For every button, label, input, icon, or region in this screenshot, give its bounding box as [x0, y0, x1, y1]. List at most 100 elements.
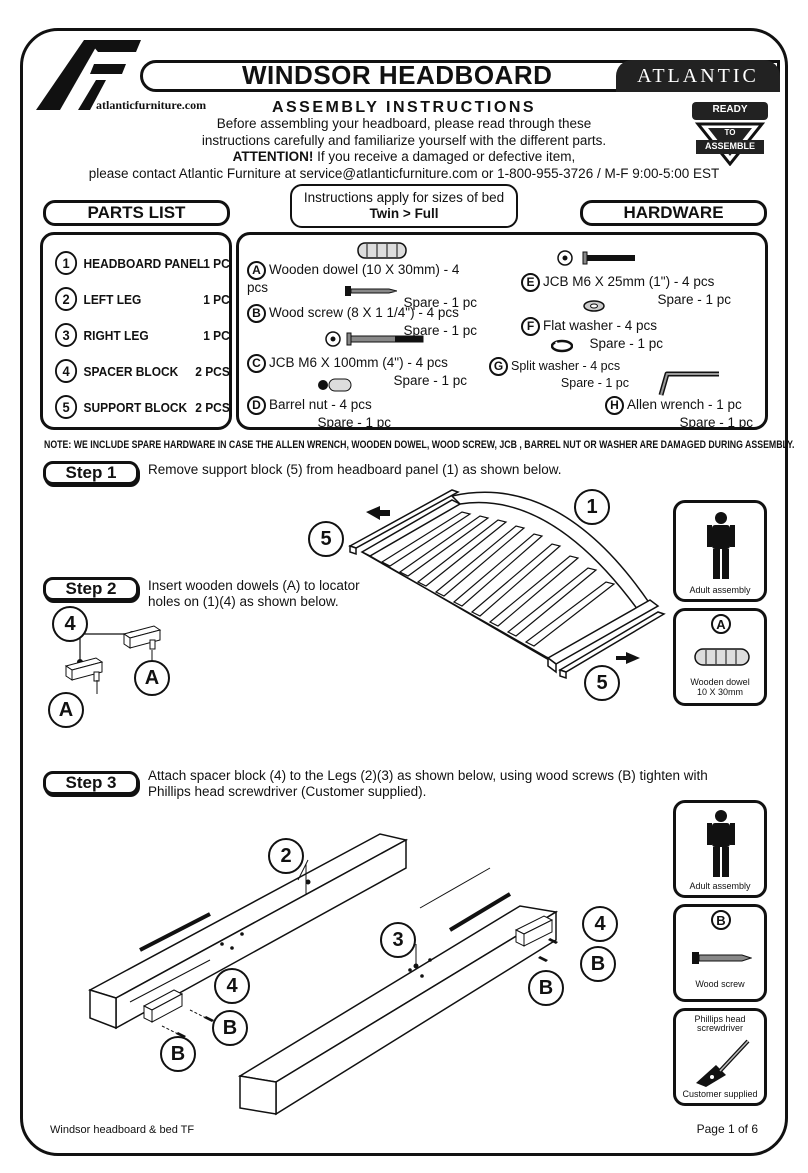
wooden-dowel-icon	[694, 648, 750, 666]
sizes-box: Instructions apply for sizes of bed Twin…	[290, 184, 518, 228]
parts-list-title: PARTS LIST	[43, 200, 230, 226]
dowel-caption-2: 10 X 30mm	[696, 687, 744, 697]
screw-letter: B	[711, 910, 731, 930]
hardware-spare: Spare - 1 pc	[393, 373, 467, 388]
hardware-desc: Allen wrench - 1 pc	[627, 397, 742, 413]
part-name: SPACER BLOCK	[83, 363, 179, 379]
callout-5: 5	[584, 665, 620, 701]
part-number: 4	[55, 359, 78, 383]
wood-screw-icon	[692, 952, 752, 964]
part-qty: 1 PC	[203, 255, 230, 271]
page-number: Page 1 of 6	[696, 1122, 758, 1136]
part-number: 1	[55, 251, 78, 275]
spare-hardware-note: NOTE: WE INCLUDE SPARE HARDWARE IN CASE …	[44, 439, 795, 451]
spacer-block-dowel-diagram	[64, 625, 162, 694]
intro-line-4: please contact Atlantic Furniture at ser…	[88, 165, 720, 181]
callout-1: 1	[574, 489, 610, 525]
sizes-line-2: Twin > Full	[369, 206, 439, 221]
intro-text: Before assembling your headboard, please…	[0, 116, 808, 182]
badge-to: TO	[724, 128, 736, 137]
hardware-letter: B	[247, 304, 266, 323]
part-name: LEFT LEG	[83, 291, 142, 307]
part-name: SUPPORT BLOCK	[83, 399, 188, 415]
callout-2: 2	[268, 838, 304, 874]
screwdriver-caption: Customer supplied	[682, 1089, 758, 1099]
callout-4: 4	[214, 968, 250, 1004]
part-item: 3 RIGHT LEG 1 PC	[55, 323, 230, 347]
step-2-instruction: Insert wooden dowels (A) to locator hole…	[148, 578, 360, 610]
callout-b: B	[580, 946, 616, 982]
callout-3: 3	[380, 922, 416, 958]
barrel-nut-icon	[318, 378, 352, 392]
step-3-label: Step 3	[43, 771, 140, 797]
part-qty: 2 PCS	[195, 399, 230, 415]
headboard-panel-diagram	[348, 489, 666, 680]
hardware-letter: A	[247, 261, 266, 280]
step-1-instruction: Remove support block (5) from headboard …	[148, 462, 562, 477]
hardware-desc: Barrel nut - 4 pcs	[269, 397, 372, 413]
website-label: atlanticfurniture.com	[96, 98, 207, 112]
person-icon	[707, 512, 735, 579]
part-qty: 2 PCS	[195, 363, 230, 379]
part-qty: 1 PC	[203, 291, 230, 307]
hardware-letter: F	[521, 317, 540, 336]
hardware-letter: G	[489, 357, 508, 376]
part-number: 2	[55, 287, 78, 311]
assembly-heading: ASSEMBLY INSTRUCTIONS	[271, 99, 537, 116]
hardware-spare: Spare - 1 pc	[589, 336, 663, 351]
screwdriver-box: Phillips head screwdriver Customer suppl…	[673, 1008, 767, 1106]
adult-assembly-box: Adult assembly	[673, 800, 767, 898]
hardware-letter: H	[605, 396, 624, 415]
step-1-label: Step 1	[43, 461, 140, 487]
hardware-spare: Spare - 1 pc	[560, 376, 629, 390]
callout-b: B	[528, 970, 564, 1006]
part-name: HEADBOARD PANEL	[83, 255, 205, 271]
step-2-line-2: holes on (1)(4) as shown below.	[148, 594, 339, 609]
callout-4: 4	[582, 906, 618, 942]
step-3-text: Step 3	[43, 771, 139, 795]
atlantic-logo-icon	[36, 40, 141, 110]
hardware-desc: Wooden dowel (10 X 30mm) - 4 pcs	[247, 262, 460, 295]
attention-text: If you receive a damaged or defective it…	[313, 149, 576, 164]
hardware-desc: Wood screw (8 X 1 1/4") - 4 pcs	[269, 305, 459, 321]
page-title: WINDSOR HEADBOARD	[242, 60, 553, 90]
adult-assembly-caption: Adult assembly	[689, 585, 751, 595]
part-number: 3	[55, 323, 78, 347]
step-3-instruction: Attach spacer block (4) to the Legs (2)(…	[148, 768, 708, 800]
legs-assembly-diagram	[88, 833, 559, 1116]
callout-b: B	[160, 1036, 196, 1072]
step-2-line-1: Insert wooden dowels (A) to locator	[148, 578, 360, 593]
hardware-spare: Spare - 1 pc	[403, 295, 477, 310]
brand-label: ATLANTIC	[616, 60, 780, 92]
jcb-100mm-icon	[325, 331, 424, 347]
flat-washer-icon	[583, 300, 605, 312]
dowel-caption-1: Wooden dowel	[690, 677, 750, 687]
callout-4: 4	[52, 606, 88, 642]
split-washer-icon	[551, 339, 573, 353]
part-item: 2 LEFT LEG 1 PC	[55, 287, 230, 311]
part-qty: 1 PC	[203, 327, 230, 343]
hardware-desc: Split washer - 4 pcs	[511, 358, 621, 373]
dowel-letter: A	[711, 614, 731, 634]
hardware-letter: D	[247, 396, 266, 415]
part-name: RIGHT LEG	[83, 327, 149, 343]
jcb-25mm-icon	[557, 250, 635, 266]
wooden-dowel-icon	[357, 242, 407, 259]
adult-assembly-caption: Adult assembly	[689, 881, 751, 891]
allen-wrench-icon	[658, 371, 719, 396]
step-3-line-2: Phillips head screwdriver (Customer supp…	[148, 784, 427, 799]
intro-line-1: Before assembling your headboard, please…	[216, 116, 592, 131]
sizes-line-1: Instructions apply for sizes of bed	[303, 190, 505, 205]
step-2-label: Step 2	[43, 577, 140, 603]
part-item: 4 SPACER BLOCK 2 PCS	[55, 359, 230, 383]
hardware-spare: Spare - 1 pc	[657, 292, 731, 307]
hardware-desc: Flat washer - 4 pcs	[543, 318, 658, 334]
